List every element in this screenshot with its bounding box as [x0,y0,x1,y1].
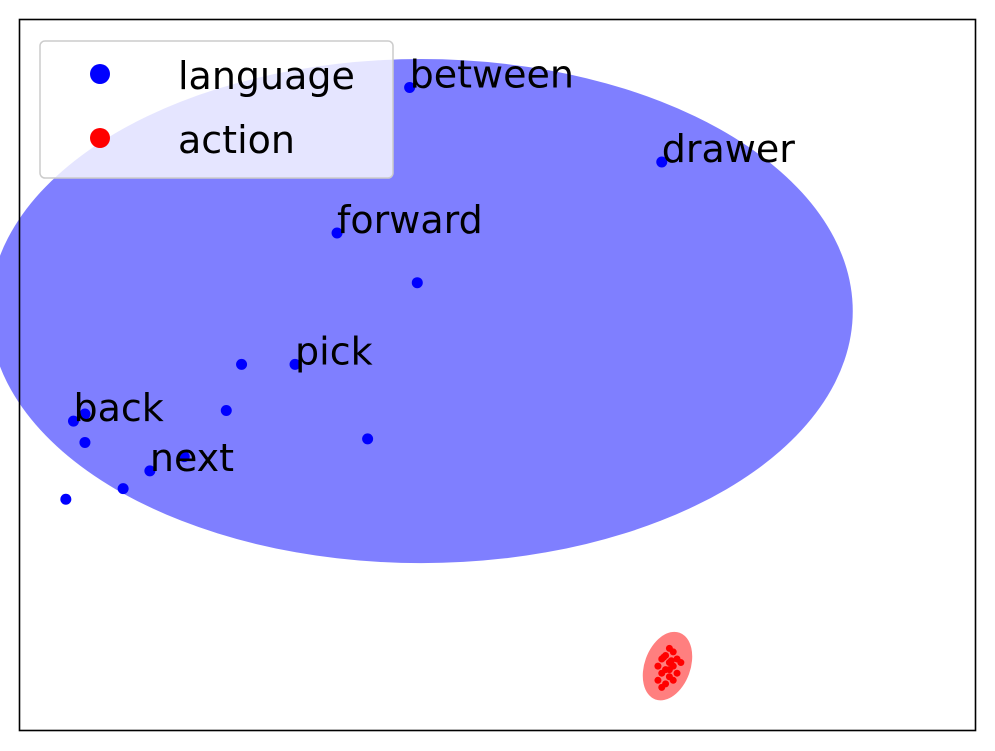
cluster-ellipse-action [642,631,693,701]
point-language-0 [404,81,416,93]
point-language-6 [220,405,232,416]
point-language-2 [331,227,343,239]
point-language-13 [117,483,129,495]
point-action-6 [677,659,685,667]
cluster-ellipses [0,59,853,701]
point-language-7 [362,433,374,445]
point-label-drawer: drawer [662,127,795,171]
point-action-15 [669,676,677,684]
legend-marker-action [90,128,110,148]
legend-box [39,40,394,179]
point-label-pick: pick [295,329,373,373]
point-language-10 [79,436,91,448]
legend: language action [39,40,394,179]
point-language-12 [144,465,156,477]
legend-marker-language [90,64,110,84]
legend-label-language: language [178,54,355,98]
point-action-16 [658,683,666,691]
point-label-forward: forward [337,198,483,242]
point-action-17 [665,666,673,674]
point-language-1 [656,156,668,168]
point-action-11 [658,669,666,677]
point-action-19 [667,657,675,665]
point-label-between: between [410,52,574,96]
cluster-ellipse-language [0,59,853,564]
point-label-next: next [150,436,234,480]
legend-label-action: action [178,118,295,162]
data-points [60,81,685,691]
point-action-10 [673,669,681,677]
point-action-1 [669,648,677,656]
point-language-14 [60,493,72,505]
axes-frame [18,18,977,732]
point-language-4 [289,358,301,370]
point-language-5 [236,358,248,370]
point-language-3 [411,277,423,289]
point-action-18 [660,653,668,661]
point-action-7 [654,662,662,670]
point-label-back: back [73,386,163,430]
point-language-9 [79,408,91,420]
point-labels: between drawer forward pick back next [73,52,795,479]
point-action-13 [654,676,662,684]
point-language-11 [178,451,190,463]
point-language-8 [67,415,79,427]
